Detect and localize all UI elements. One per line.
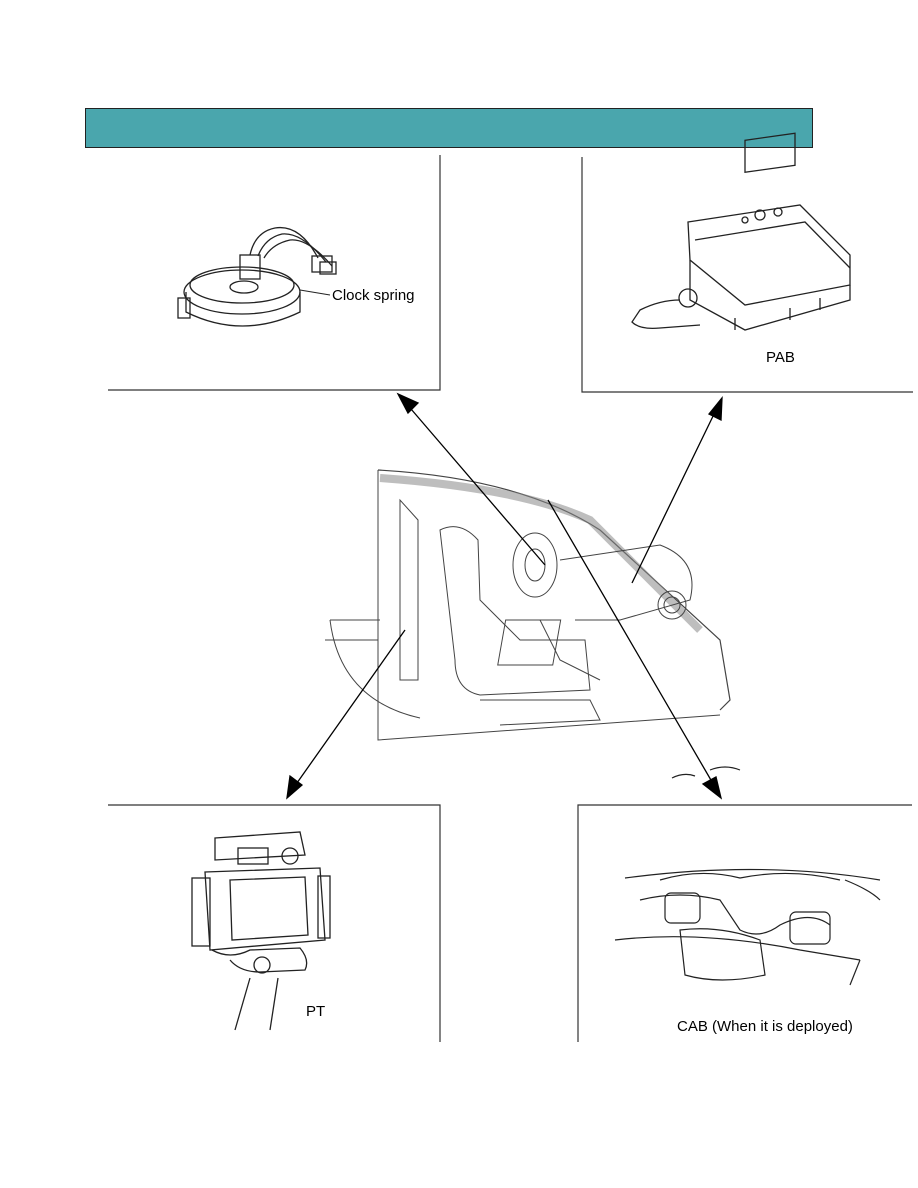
- pab-label: PAB: [766, 349, 795, 366]
- arrows: [287, 394, 722, 798]
- cab-illustration: [615, 767, 880, 985]
- cab-label: CAB (When it is deployed): [677, 1018, 853, 1035]
- clock-spring-illustration: [178, 228, 336, 326]
- cab-panel-frame: [578, 805, 912, 1042]
- pab-panel-frame: [582, 157, 913, 392]
- pab-illustration: [632, 133, 850, 330]
- clock-spring-label: Clock spring: [332, 287, 415, 304]
- clock-spring-panel-frame: [108, 155, 440, 390]
- car-interior-illustration: [325, 470, 730, 740]
- pt-illustration: [192, 832, 330, 1030]
- pt-label: PT: [306, 1003, 325, 1020]
